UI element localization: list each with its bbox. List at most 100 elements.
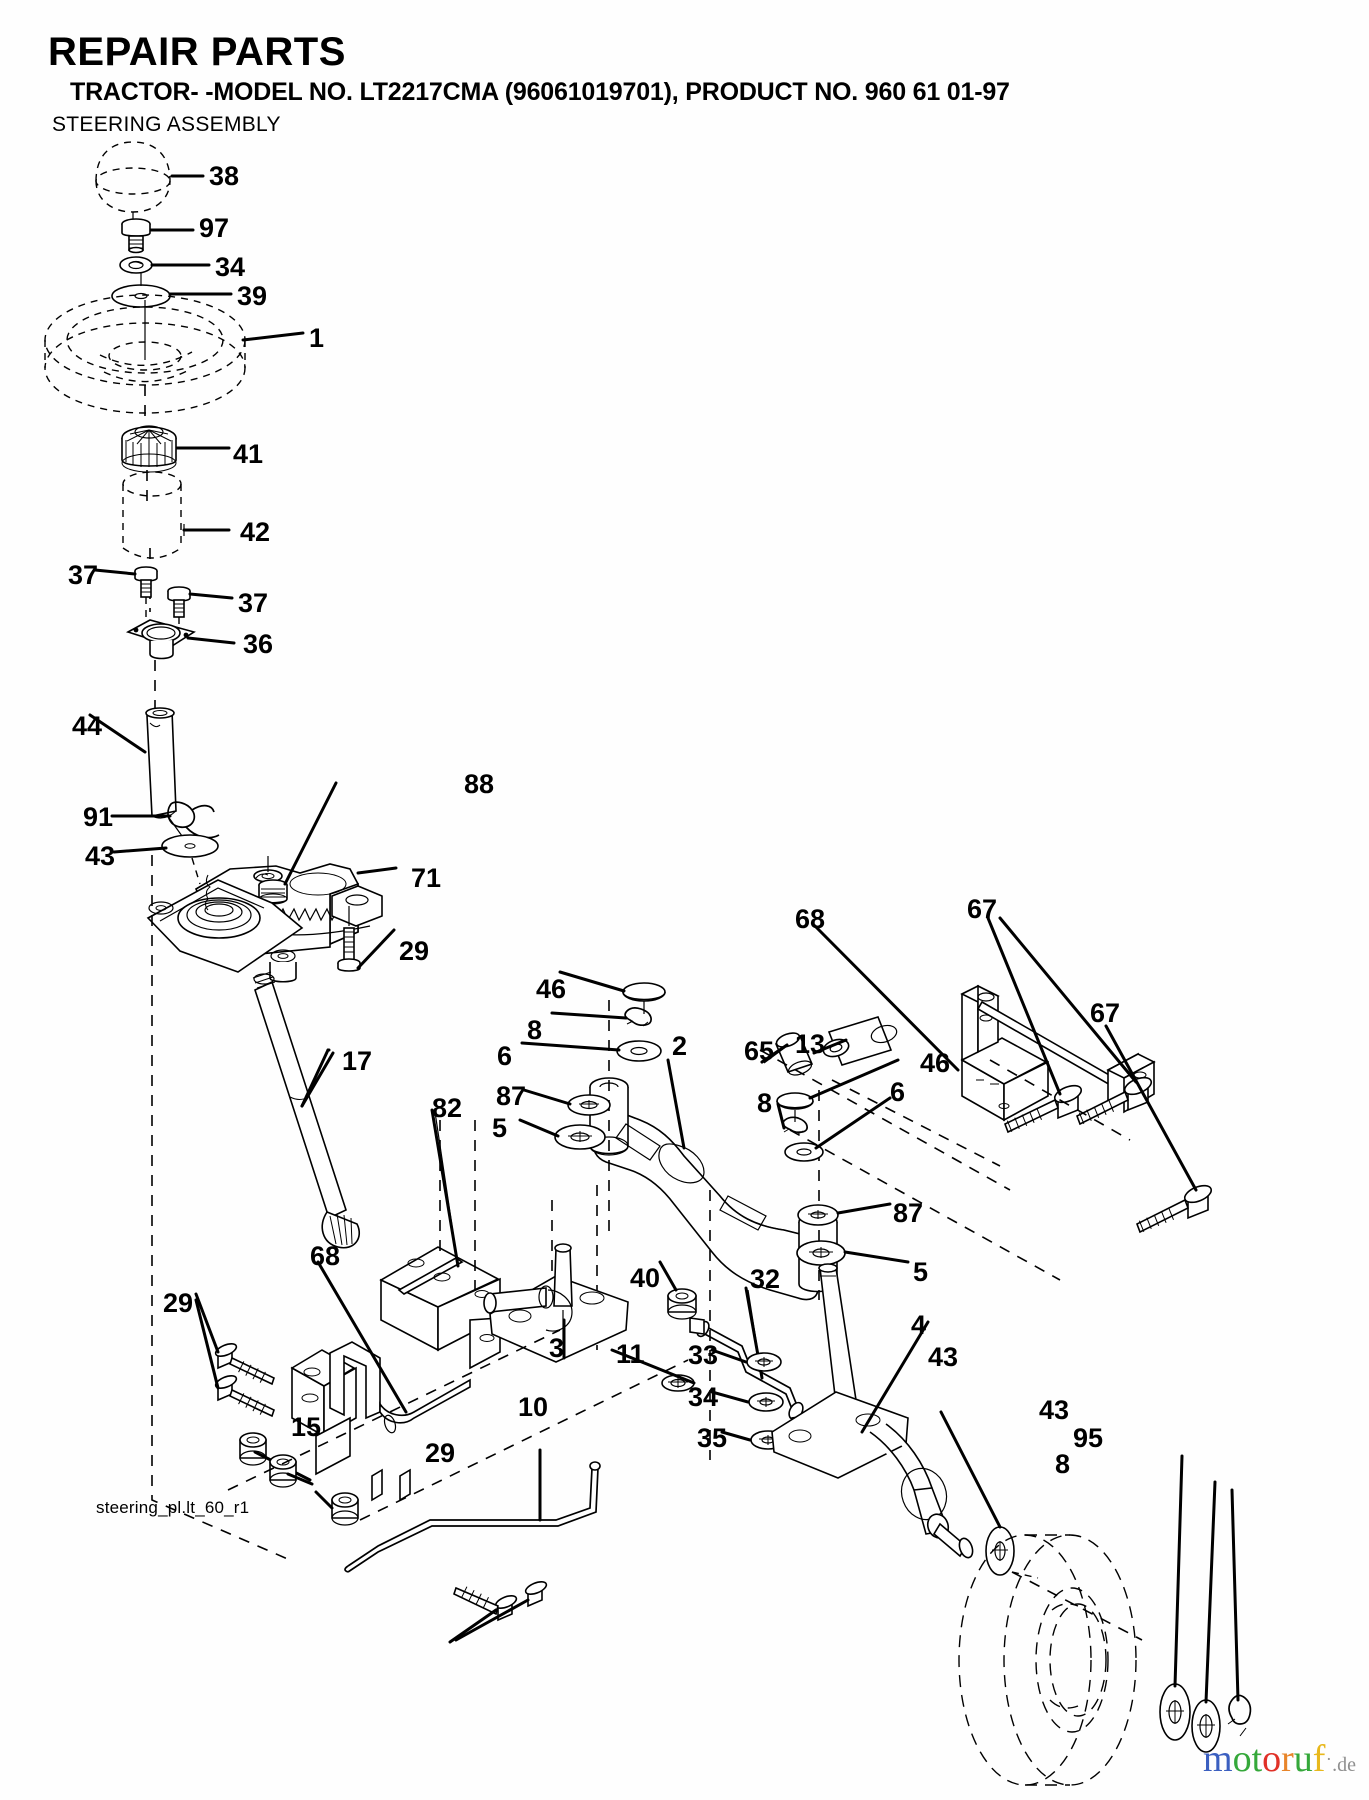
- part-10-tie-rod: [344, 1448, 601, 1573]
- callout-2: 2: [672, 1031, 688, 1061]
- part-43-washer-upper: [112, 834, 219, 858]
- part-37-screw-left: [93, 566, 158, 598]
- callout-10: 10: [518, 1392, 549, 1422]
- part-3-spindle-right: [483, 1243, 629, 1363]
- part-71-steering-gear-housing: [146, 781, 398, 983]
- part-44-steering-shaft-upper: [88, 707, 177, 819]
- part-38-cap: [95, 141, 171, 225]
- part-11-locknut: [610, 1348, 696, 1392]
- callout-44: 44: [72, 711, 103, 741]
- part-33-washer: [710, 1348, 782, 1372]
- part-15-locknut-b: [269, 1454, 314, 1488]
- part-87-washer-left: [522, 1088, 611, 1116]
- logo-letter-u: u: [1293, 1738, 1313, 1780]
- callout-33: 33: [688, 1340, 719, 1370]
- part-6-washer-left: [520, 1040, 662, 1062]
- callout-17: 17: [342, 1046, 373, 1076]
- callout-65: 65: [744, 1036, 775, 1066]
- callout-39: 39: [237, 281, 268, 311]
- callout-32: 32: [750, 1264, 781, 1294]
- callout-5-b: 5: [913, 1257, 929, 1287]
- part-42-boot: [122, 471, 231, 559]
- part-5-washer-left: [518, 1118, 606, 1150]
- part-67-bolt-c: [1104, 1024, 1213, 1234]
- front-wheel: [958, 1534, 1137, 1786]
- model-line: TRACTOR- -MODEL NO. LT2217CMA (960610197…: [70, 78, 1010, 106]
- callout-91: 91: [83, 802, 114, 832]
- callout-35: 35: [697, 1423, 728, 1453]
- part-15-locknut-c: [314, 1490, 359, 1526]
- part-8-ring-right: [776, 1102, 808, 1135]
- callout-36: 36: [243, 629, 274, 659]
- part-43-washer-hub: [1159, 1454, 1191, 1741]
- callout-37-a: 37: [68, 560, 99, 590]
- callout-97: 97: [199, 213, 230, 243]
- callout-29-c: 29: [425, 1438, 456, 1468]
- part-41-adapter: [121, 425, 231, 473]
- part-34-lock-washer: [119, 256, 211, 274]
- callout-68-a: 68: [795, 904, 826, 934]
- part-46-cap-right: [776, 1058, 900, 1110]
- logo-letter-o2: o: [1262, 1738, 1282, 1780]
- part-88-bushing: [255, 873, 288, 905]
- part-29-screw-bot-a: [448, 1586, 518, 1644]
- callout-68-b: 68: [310, 1241, 341, 1271]
- callout-71: 71: [411, 863, 442, 893]
- callout-42: 42: [240, 517, 271, 547]
- callout-29-a: 29: [399, 936, 430, 966]
- callout-46-b: 46: [920, 1048, 951, 1078]
- part-67-bolt-b: [998, 916, 1153, 1126]
- part-8-ring-left: [550, 1007, 652, 1027]
- callout-38: 38: [209, 161, 240, 191]
- part-95-washer-hub: [1191, 1480, 1221, 1753]
- callout-34-top: 34: [215, 252, 246, 282]
- callout-8-c: 8: [1055, 1449, 1071, 1479]
- motoruf-logo[interactable]: motoruf˙.de: [1203, 1740, 1356, 1778]
- part-29-screw-housing: [337, 906, 396, 972]
- callout-11: 11: [616, 1339, 645, 1369]
- part-43-washer-spindle: [939, 1410, 1015, 1576]
- part-37-screw-right: [167, 586, 234, 618]
- callout-5-a: 5: [492, 1113, 508, 1143]
- callout-4: 4: [911, 1310, 927, 1340]
- logo-letter-t: t: [1251, 1738, 1263, 1780]
- callout-15: 15: [291, 1412, 322, 1442]
- part-5-washer-right: [796, 1240, 910, 1266]
- assembly-envelope-line: [151, 855, 291, 1561]
- part-4-spindle-left: [771, 1263, 974, 1559]
- callout-6-b: 6: [890, 1077, 906, 1107]
- drawing-file-id: steering_pl.lt_60_r1: [96, 1498, 250, 1517]
- callout-67-a: 67: [967, 894, 998, 924]
- callout-87-a: 87: [496, 1081, 527, 1111]
- callout-88: 88: [464, 769, 495, 799]
- callout-43-a: 43: [85, 841, 116, 871]
- part-29-screw-left-a: [194, 1292, 275, 1386]
- part-40-bushing: [658, 1260, 697, 1320]
- callout-8-a: 8: [527, 1015, 543, 1045]
- part-8-ring-hub: [1227, 1488, 1252, 1737]
- logo-suffix-de: .de: [1332, 1754, 1356, 1776]
- callout-46-a: 46: [536, 974, 567, 1004]
- callout-6-a: 6: [497, 1041, 513, 1071]
- part-29-screw-left-b: [194, 1298, 275, 1418]
- callout-13: 13: [795, 1029, 826, 1059]
- logo-letter-m: m: [1203, 1738, 1233, 1780]
- logo-letter-o1: o: [1232, 1738, 1252, 1780]
- callout-8-b: 8: [757, 1088, 773, 1118]
- part-39-washer: [111, 272, 233, 308]
- part-17-steering-shaft-lower: [252, 971, 361, 1249]
- page-title: REPAIR PARTS: [48, 30, 346, 74]
- section-title: STEERING ASSEMBLY: [52, 113, 281, 136]
- part-65-bushing: [760, 1032, 814, 1076]
- callout-67-b: 67: [1090, 998, 1121, 1028]
- callout-95: 95: [1073, 1423, 1104, 1453]
- callout-87-b: 87: [893, 1198, 924, 1228]
- logo-letter-f: f: [1312, 1738, 1326, 1780]
- callout-3: 3: [549, 1333, 565, 1363]
- logo-dot: ˙: [1325, 1754, 1333, 1776]
- part-34-lock-washer-lower: [710, 1390, 784, 1412]
- callout-37-b: 37: [238, 588, 269, 618]
